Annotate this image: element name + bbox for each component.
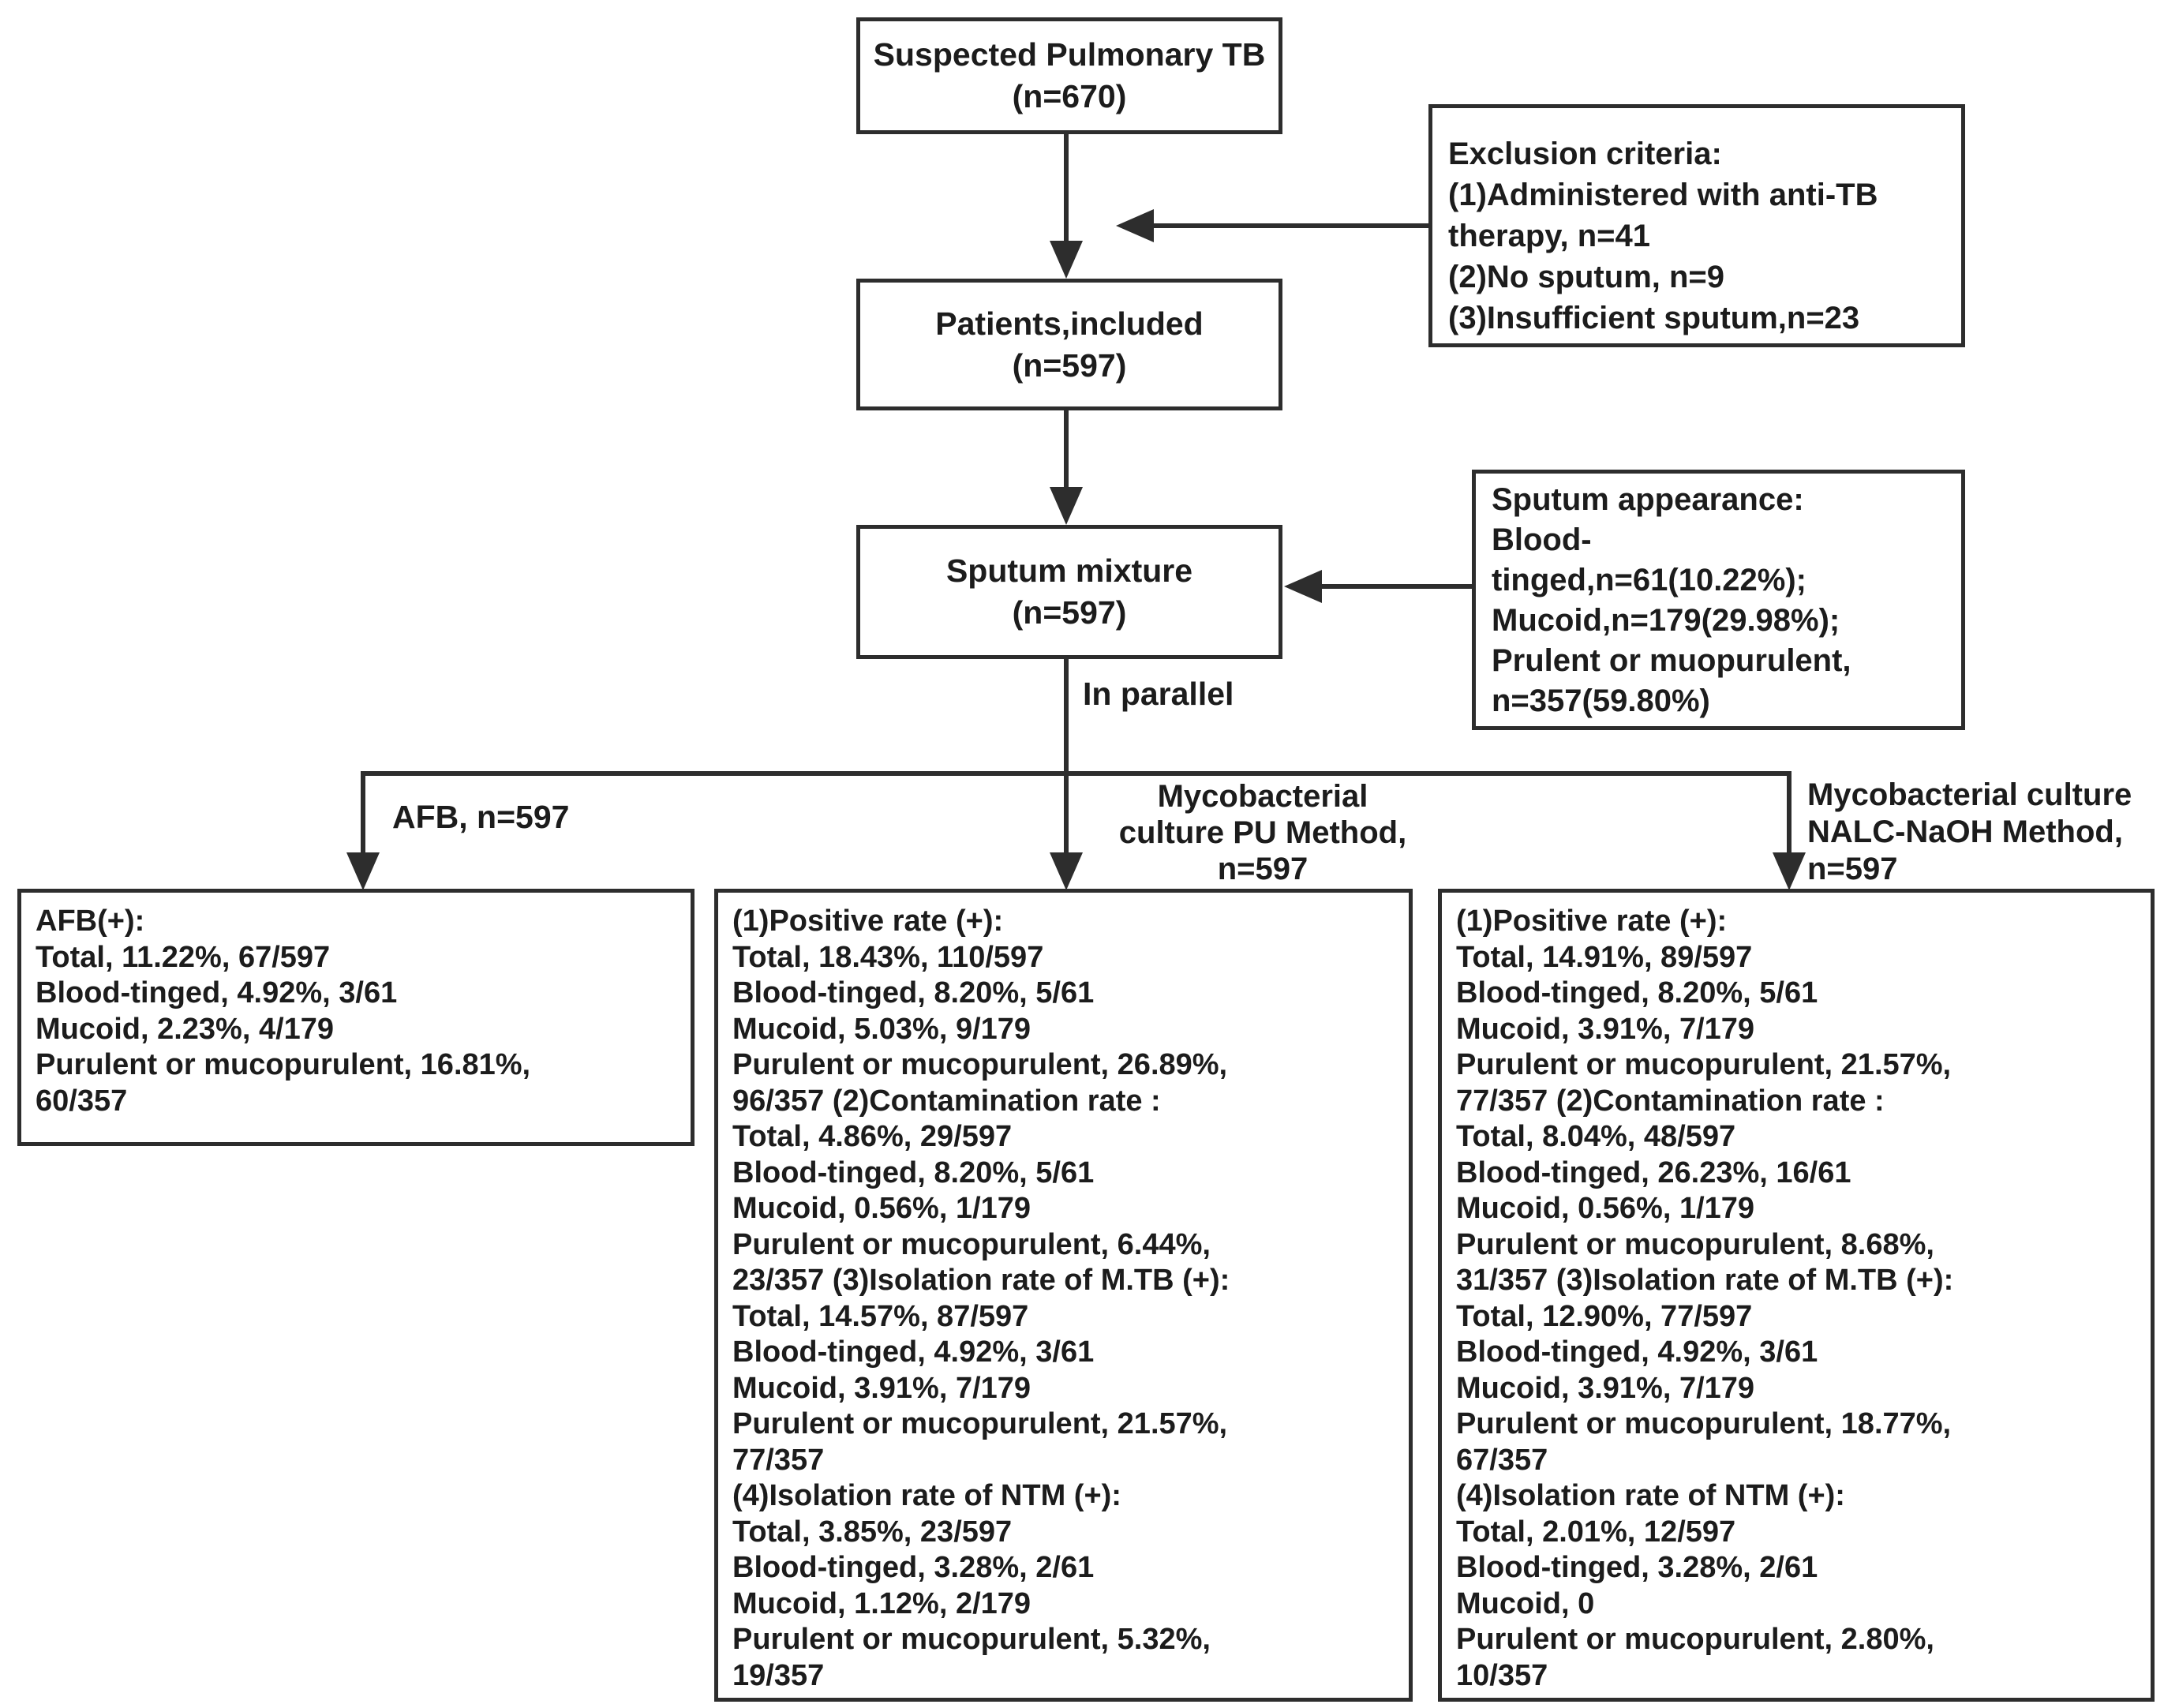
connector-branch-nalc xyxy=(1787,771,1791,856)
node-suspected-pulmonary-tb-text: Suspected Pulmonary TB (n=670) xyxy=(873,36,1266,114)
connector-branch-horizontal xyxy=(361,771,1791,776)
arrowhead-left-exclusion-icon xyxy=(1116,209,1154,242)
connector-appearance-to-mixture xyxy=(1320,584,1472,589)
connector-branch-afb xyxy=(361,771,365,856)
connector-included-to-mixture xyxy=(1064,410,1069,491)
arrowhead-down-afb-icon xyxy=(346,852,380,890)
node-pu-method-results-text: (1)Positive rate (+): Total, 18.43%, 110… xyxy=(732,905,1230,1692)
label-in-parallel: In parallel xyxy=(1083,676,1234,712)
arrowhead-down-pu-icon xyxy=(1050,852,1083,890)
node-sputum-mixture-text: Sputum mixture (n=597) xyxy=(945,552,1193,631)
connector-suspected-to-included xyxy=(1064,133,1069,243)
node-nalc-method-results-text: (1)Positive rate (+): Total, 14.91%, 89/… xyxy=(1456,905,1954,1692)
node-sputum-mixture: Sputum mixture (n=597) xyxy=(856,525,1282,659)
arrowhead-down-nalc-icon xyxy=(1773,852,1806,890)
arrowhead-left-mixture-icon xyxy=(1284,570,1322,603)
label-pu-branch: Mycobacterial culture PU Method, n=597 xyxy=(1118,779,1407,886)
node-exclusion-criteria: Exclusion criteria: (1)Administered with… xyxy=(1428,104,1965,347)
arrowhead-down-included-icon xyxy=(1050,241,1083,279)
arrowhead-down-mixture-icon xyxy=(1050,487,1083,525)
node-sputum-appearance: Sputum appearance: Blood- tinged,n=61(10… xyxy=(1472,470,1965,730)
node-pu-method-results: (1)Positive rate (+): Total, 18.43%, 110… xyxy=(714,889,1413,1702)
node-suspected-pulmonary-tb: Suspected Pulmonary TB (n=670) xyxy=(856,17,1282,134)
node-sputum-appearance-text: Sputum appearance: Blood- tinged,n=61(10… xyxy=(1492,482,1851,718)
connector-exclusion-to-flow xyxy=(1151,223,1428,228)
node-afb-results-text: AFB(+): Total, 11.22%, 67/597 Blood-ting… xyxy=(36,905,531,1118)
label-nalc-branch: Mycobacterial culture NALC-NaOH Method, … xyxy=(1807,777,2132,886)
node-patients-included-text: Patients,included (n=597) xyxy=(935,305,1204,384)
label-afb-branch: AFB, n=597 xyxy=(392,799,570,835)
connector-mixture-to-branches xyxy=(1064,659,1069,856)
node-patients-included: Patients,included (n=597) xyxy=(856,279,1282,410)
node-nalc-method-results: (1)Positive rate (+): Total, 14.91%, 89/… xyxy=(1438,889,2155,1702)
node-exclusion-criteria-text: Exclusion criteria: (1)Administered with… xyxy=(1448,137,1878,335)
node-afb-results: AFB(+): Total, 11.22%, 67/597 Blood-ting… xyxy=(17,889,695,1146)
